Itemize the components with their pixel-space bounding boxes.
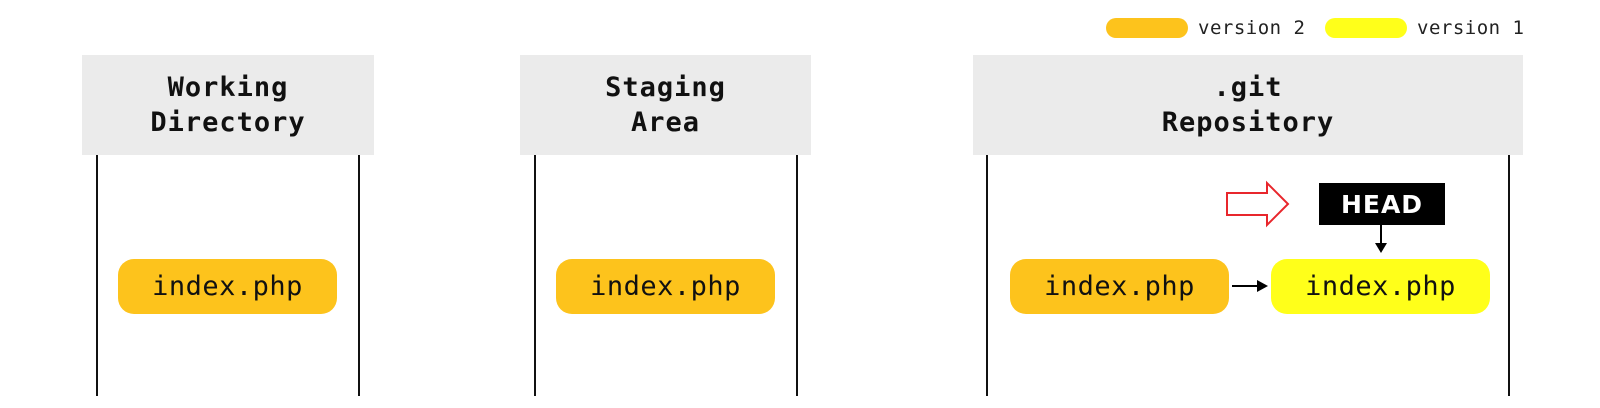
working-directory-title-line2: Directory: [150, 107, 306, 138]
git-repository-title-line1: .git: [1213, 72, 1283, 103]
legend-version-2: version 2: [1106, 17, 1305, 39]
legend-swatch-version-2: [1106, 18, 1188, 38]
legend-version-1: version 1: [1325, 17, 1524, 39]
working-directory-left-border: [96, 155, 98, 396]
working-directory-header: Working Directory: [82, 55, 374, 155]
commit-link-arrow-icon: [1257, 280, 1268, 292]
git-repository-left-border: [986, 155, 988, 396]
staging-area-file: index.php: [556, 259, 775, 314]
staging-area-title-line2: Area: [630, 107, 700, 138]
red-pointer-arrow-icon: [1226, 180, 1290, 228]
working-directory-right-border: [358, 155, 360, 396]
git-repository-title-line2: Repository: [1161, 107, 1335, 138]
legend-swatch-version-1: [1325, 18, 1407, 38]
staging-area-right-border: [796, 155, 798, 396]
repository-file-version-2: index.php: [1010, 259, 1229, 314]
staging-area-header: Staging Area: [520, 55, 811, 155]
git-repository-right-border: [1508, 155, 1510, 396]
head-pointer-label: HEAD: [1319, 183, 1445, 225]
working-directory-title-line1: Working: [167, 72, 289, 103]
head-down-arrow-icon: [1375, 243, 1387, 253]
working-directory-file: index.php: [118, 259, 337, 314]
git-repository-header: .git Repository: [973, 55, 1523, 155]
legend-label-version-1: version 1: [1417, 17, 1525, 39]
staging-area-left-border: [534, 155, 536, 396]
legend-label-version-2: version 2: [1198, 17, 1306, 39]
staging-area-title-line1: Staging: [605, 72, 726, 103]
repository-file-version-1: index.php: [1271, 259, 1490, 314]
